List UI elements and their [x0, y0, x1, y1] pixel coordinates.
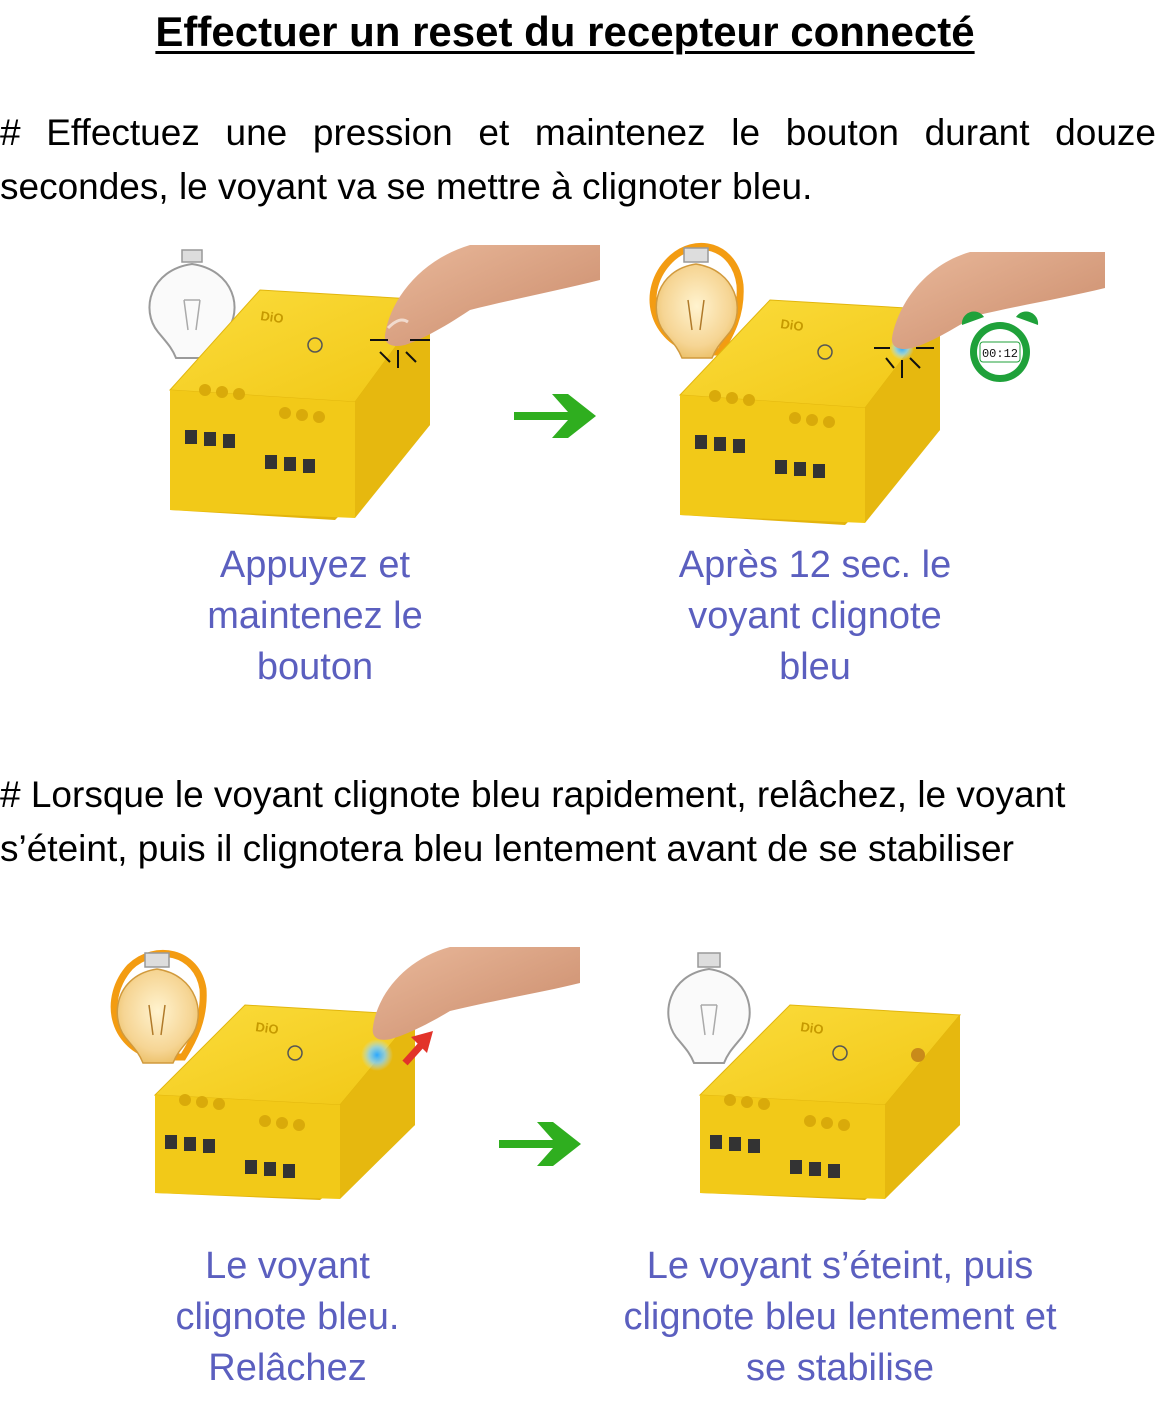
page-title: Effectuer un reset du recepteur connecté [155, 8, 975, 55]
caption-step-stabilise: Le voyant s’éteint, puis clignote bleu l… [590, 1241, 1090, 1394]
step-2-instruction: # Lorsque le voyant clignote bleu rapide… [0, 768, 1156, 876]
step-2-line-1: # Lorsque le voyant clignote bleu rapide… [0, 774, 1066, 815]
receiver-module: DiO [678, 299, 941, 525]
press-indicator [370, 339, 430, 368]
press-indicator [874, 347, 934, 378]
led-indicator [911, 1048, 925, 1062]
receiver-module: DiO [698, 1004, 962, 1200]
caption-line: voyant clignote [688, 595, 942, 637]
alarm-clock-icon: 00:12 [961, 311, 1039, 382]
caption-line: Le voyant [205, 1245, 370, 1287]
caption-line: se stabilise [746, 1347, 934, 1389]
step-1-line-1: # Effectuez une pression et maintenez le… [0, 112, 1156, 153]
caption-line: Le voyant s’éteint, puis [646, 1245, 1034, 1287]
caption-line: Appuyez et [219, 544, 411, 586]
caption-line: maintenez le [207, 595, 423, 637]
caption-line: bouton [256, 646, 374, 688]
brand-label: DiO [255, 1019, 280, 1037]
receiver-module: DiO [153, 1004, 417, 1200]
pointing-finger-icon [384, 245, 600, 346]
light-bulb-icon [667, 952, 751, 1064]
step-1-line-2: secondes, le voyant va se mettre à clign… [0, 166, 813, 207]
arrow-up-right-icon [402, 1031, 433, 1066]
figure-release-button: DiO [105, 945, 585, 1205]
step-2-line-2: s’éteint, puis il clignotera bleu lentem… [0, 828, 1014, 869]
pointing-finger-icon [891, 252, 1105, 349]
brand-label: DiO [260, 308, 285, 326]
arrow-right-icon [499, 1122, 581, 1166]
caption-step-blink: Après 12 sec. le voyant clignote bleu [620, 540, 1010, 693]
caption-line: clignote bleu lentement et [623, 1296, 1057, 1338]
light-bulb-icon [649, 242, 744, 359]
caption-line: clignote bleu. [175, 1296, 400, 1338]
light-bulb-icon [110, 949, 207, 1064]
arrow-right-icon [514, 394, 596, 438]
figure-stabilised: DiO [660, 945, 970, 1205]
caption-line: Après 12 sec. le [678, 544, 952, 586]
caption-line: bleu [779, 646, 851, 688]
brand-label: DiO [800, 1019, 825, 1037]
caption-line: Relâchez [208, 1347, 367, 1389]
pointing-finger-icon [372, 947, 580, 1040]
caption-step-press: Appuyez et maintenez le bouton [160, 540, 470, 693]
caption-step-release: Le voyant clignote bleu. Relâchez [130, 1241, 445, 1394]
step-1-instruction: # Effectuez une pression et maintenez le… [0, 106, 1156, 214]
brand-label: DiO [780, 316, 805, 334]
figure-led-blinking: DiO 00:12 [640, 240, 1110, 530]
timer-display: 00:12 [982, 347, 1018, 361]
figure-press-button: DiO [140, 240, 600, 530]
receiver-module: DiO [168, 289, 431, 520]
light-bulb-icon [148, 249, 236, 359]
led-indicator [361, 1039, 393, 1071]
